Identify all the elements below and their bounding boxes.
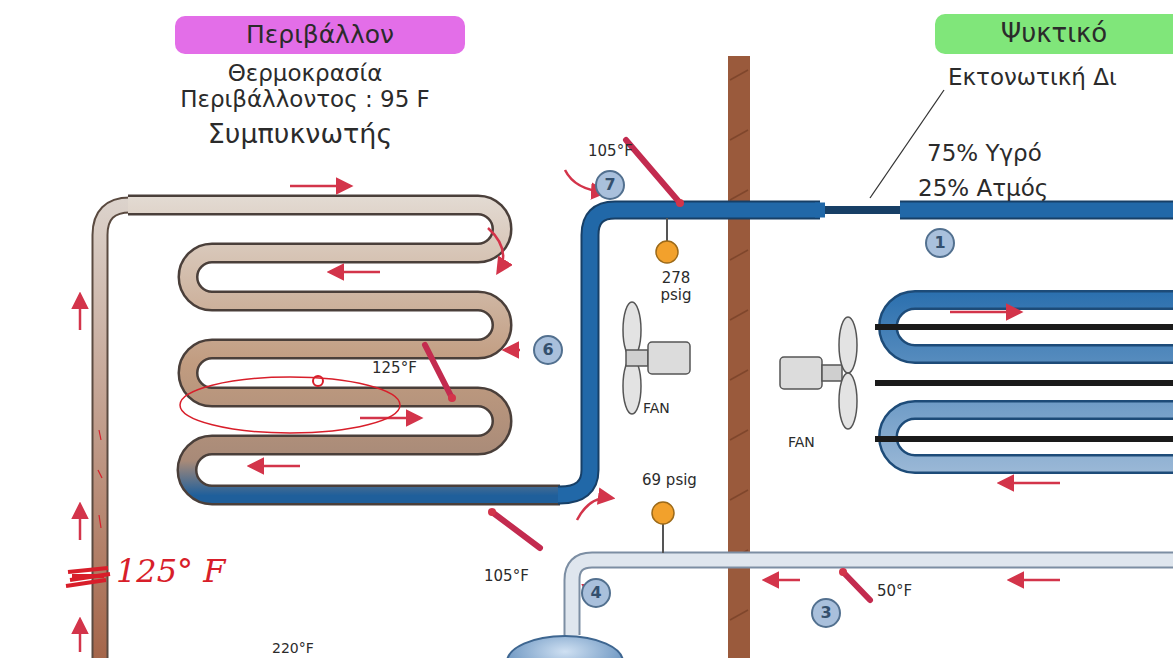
illustration-part [448, 199, 847, 576]
pressure-gauge [652, 502, 674, 524]
callout-number: 6 [533, 335, 563, 365]
illustration-part [900, 203, 1173, 218]
hand-scribble [66, 568, 110, 586]
illustration-part [730, 70, 748, 620]
callout-number: 4 [581, 578, 611, 608]
illustration-part [822, 365, 842, 381]
component-name: Εκτονωτική Δι [948, 64, 1117, 90]
illustration-part [765, 579, 800, 582]
temperature: 50°F [877, 583, 912, 600]
fan-label: FAN [643, 400, 670, 416]
compressor [507, 636, 623, 658]
ambient-temperature: Θερμοκρασία Περιβάλλοντος : 95 F [140, 60, 470, 113]
expansion-device [820, 206, 905, 214]
illustration-part [1010, 579, 1060, 582]
flow-arrow [80, 170, 1060, 652]
illustration-part [815, 203, 825, 218]
illustration-part [100, 205, 130, 658]
illustration-part [448, 394, 456, 402]
illustration-part [648, 342, 690, 374]
pressure-gauge [656, 241, 678, 263]
fan-label: FAN [788, 434, 815, 450]
illustration-part [839, 568, 847, 576]
pressure: 278 psig [656, 270, 696, 305]
illustration-part [505, 349, 520, 352]
highlight-band: Περιβάλλον [175, 16, 465, 54]
region-heading: Ψυκτικό [1001, 19, 1108, 49]
illustration-part [780, 357, 822, 389]
temperature: 220°F [272, 640, 314, 656]
condenser-coil [128, 205, 560, 495]
illustration-part [99, 515, 101, 528]
illustration-part [98, 470, 102, 478]
illustration-part [875, 436, 1173, 442]
illustration-part [676, 199, 684, 207]
illustration-part [626, 140, 680, 203]
region-heading: Περιβάλλον [246, 21, 394, 50]
illustration-part [79, 295, 82, 330]
liquid-line [558, 210, 820, 495]
illustration-part [425, 345, 452, 398]
evaporator-fan [780, 317, 857, 429]
illustration-part [839, 317, 857, 373]
illustration-part [875, 380, 1173, 386]
callout-number: 3 [811, 598, 841, 628]
hand-annotation: 125° F [116, 553, 225, 590]
callout-number: 1 [925, 228, 955, 258]
illustration-part [730, 70, 748, 620]
illustration-part [488, 228, 503, 272]
illustration-part [666, 218, 668, 241]
highlight-band: Ψυκτικό [935, 14, 1173, 54]
state-note: 75% Υγρό [927, 140, 1042, 166]
illustration-part [488, 508, 496, 516]
thermometer [425, 140, 870, 600]
illustration-part [79, 620, 82, 652]
illustration-part [558, 210, 820, 495]
illustration-part [128, 205, 560, 495]
illustration-part [843, 572, 870, 600]
illustration-part [626, 350, 648, 366]
illustration-part [1000, 482, 1060, 485]
condenser-fan [623, 302, 690, 414]
illustration-part [313, 376, 323, 386]
state-note: 25% Ατμός [918, 175, 1048, 201]
illustration-part [662, 524, 664, 553]
illustration-part [79, 505, 82, 540]
hand-ellipse [180, 377, 400, 433]
illustration-part [250, 465, 300, 468]
illustration-part [98, 430, 102, 528]
illustration-part [572, 560, 1173, 635]
temperature: 105°F [484, 568, 529, 585]
illustration-part [330, 271, 380, 274]
suction-line [572, 560, 1173, 635]
component-name: Συμπυκνωτής [208, 118, 393, 149]
temperature: 125°F [372, 360, 417, 377]
evaporator-fins [875, 324, 1173, 442]
pressure: 69 psig [642, 472, 697, 489]
illustration-part [577, 498, 612, 520]
illustration-part [950, 311, 1020, 314]
illustration-part [875, 324, 1173, 330]
illustration-part [290, 185, 350, 188]
discharge-pipe [100, 205, 130, 658]
illustration-part [839, 373, 857, 429]
illustration-part [900, 201, 1173, 220]
illustration-part [492, 512, 540, 548]
illustration-part [99, 430, 101, 440]
callout-number: 7 [595, 170, 625, 200]
temperature: 105°F [588, 143, 633, 160]
